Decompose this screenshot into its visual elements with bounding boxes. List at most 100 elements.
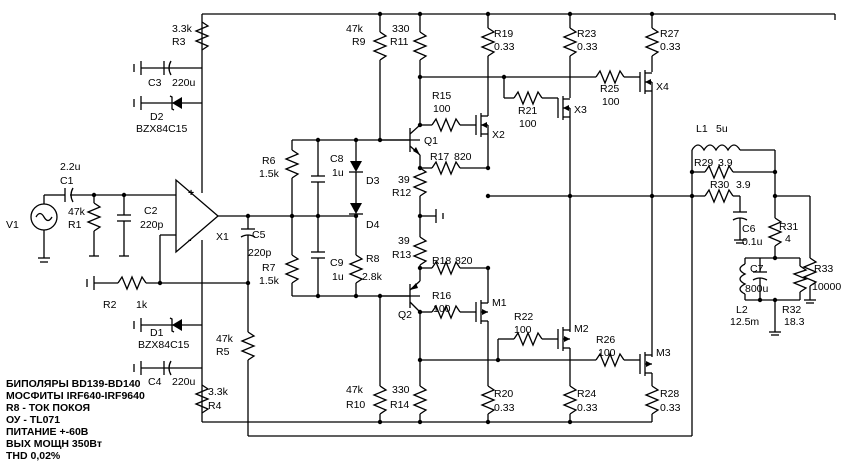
R26-value: 100 (598, 347, 616, 359)
R6-ref: R6 (262, 155, 276, 167)
R19-ref: R19 (494, 28, 513, 40)
R4-value: 3.3k (208, 386, 229, 398)
R12-ref: R12 (392, 187, 411, 199)
bias-network (284, 137, 420, 299)
mosfet-M2 (557, 327, 571, 386)
cap-C3 (133, 60, 202, 76)
R6-value: 1.5k (259, 168, 280, 180)
resistor-R17 (420, 160, 488, 176)
cap-C4 (133, 360, 202, 376)
design-notes: БИПОЛЯРЫ BD139-BD140 МОСФИТЫ IRF640-IRF9… (6, 378, 145, 462)
R31-value: 4 (785, 233, 791, 245)
C6-value: 0.1u (742, 236, 763, 248)
C7-value: 800u (745, 283, 769, 295)
resistor-R15 (420, 117, 476, 133)
resistor-R32 (792, 258, 808, 300)
R17-value: 820 (454, 151, 472, 163)
R8-ref: R8 (366, 253, 380, 265)
resistor-R12 (412, 167, 428, 237)
R33-ref: R33 (814, 263, 833, 275)
cap-C6 (732, 211, 748, 244)
R5-ref: R5 (216, 346, 230, 358)
C3-value: 220u (172, 77, 196, 89)
note-line: THD 0,02% (6, 450, 61, 462)
resistor-R24 (562, 385, 578, 422)
M2-ref: M2 (574, 323, 589, 335)
R30-value: 3.9 (736, 179, 751, 191)
R10-ref: R10 (346, 399, 365, 411)
R25-value: 100 (602, 96, 620, 108)
R18-value: 820 (455, 255, 473, 267)
R5-value: 47k (216, 333, 234, 345)
L1-value: 5u (716, 123, 728, 135)
R19-value: 0.33 (494, 41, 515, 53)
R24-value: 0.33 (577, 402, 598, 414)
resistor-R19 (480, 14, 496, 57)
C3-ref: C3 (148, 77, 162, 89)
R29-ref: R29 (694, 157, 713, 169)
zener-D1 (133, 317, 202, 333)
R17-ref: R17 (430, 151, 449, 163)
resistor-R5 (240, 283, 692, 437)
R22-value: 100 (514, 324, 532, 336)
mosfet-X4 (639, 70, 653, 357)
Q2-ref: Q2 (398, 309, 412, 321)
L1-ref: L1 (696, 123, 708, 135)
R9-ref: R9 (352, 36, 366, 48)
note-line: ПИТАНИЕ +-60В (6, 426, 89, 438)
R14-ref: R14 (390, 399, 409, 411)
R20-value: 0.33 (494, 402, 515, 414)
opamp-X1 (159, 178, 219, 283)
R21-value: 100 (519, 118, 537, 130)
R16-ref: R16 (432, 290, 451, 302)
C4-ref: C4 (148, 376, 162, 388)
R16-value: 100 (433, 303, 451, 315)
C2-ref: C2 (144, 205, 158, 217)
X2-ref: X2 (492, 129, 505, 141)
note-line: ОУ - TL071 (6, 414, 60, 426)
resistor-R21 (420, 76, 558, 106)
R7-value: 1.5k (259, 275, 280, 287)
note-line: ВЫХ МОЩН 350Вт (6, 438, 102, 450)
X3-ref: X3 (574, 104, 587, 116)
R15-value: 100 (433, 103, 451, 115)
D1-ref: D1 (150, 327, 164, 339)
inductor-L1 (691, 144, 776, 196)
R14-value: 330 (392, 384, 410, 396)
resistor-R25 (504, 69, 640, 85)
C9-value: 1u (332, 271, 344, 283)
C8-value: 1u (332, 167, 344, 179)
D3-ref: D3 (366, 175, 380, 187)
resistor-R13 (412, 236, 428, 268)
note-line: БИПОЛЯРЫ BD139-BD140 (6, 378, 141, 390)
cap-C7 (752, 258, 768, 300)
R22-ref: R22 (514, 311, 533, 323)
C2-value: 220p (140, 219, 164, 231)
R28-value: 0.33 (660, 402, 681, 414)
X1-ref: X1 (216, 231, 229, 243)
R29-value: 3.9 (718, 157, 733, 169)
R32-ref: R32 (782, 304, 801, 316)
R25-ref: R25 (600, 83, 619, 95)
R4-ref: R4 (208, 400, 222, 412)
resistor-R27 (644, 14, 660, 72)
note-line: МОСФИТЫ IRF640-IRF9640 (6, 390, 145, 402)
resistor-R28 (644, 385, 660, 422)
R11-ref: R11 (390, 36, 409, 48)
R3-value: 3.3k (172, 23, 193, 35)
R28-ref: R28 (660, 388, 679, 400)
R13-ref: R13 (392, 249, 411, 261)
R23-ref: R23 (577, 28, 596, 40)
R15-ref: R15 (432, 90, 451, 102)
cap-C1 (58, 187, 176, 203)
C9-ref: C9 (330, 257, 344, 269)
transistor-Q2 (400, 268, 421, 313)
R23-value: 0.33 (577, 41, 598, 53)
resistor-R23 (562, 14, 578, 98)
M3-ref: M3 (656, 347, 671, 359)
resistor-R18 (420, 260, 488, 276)
R13-value: 39 (398, 235, 410, 247)
R9-value: 47k (346, 23, 364, 35)
resistor-R26 (498, 352, 640, 368)
